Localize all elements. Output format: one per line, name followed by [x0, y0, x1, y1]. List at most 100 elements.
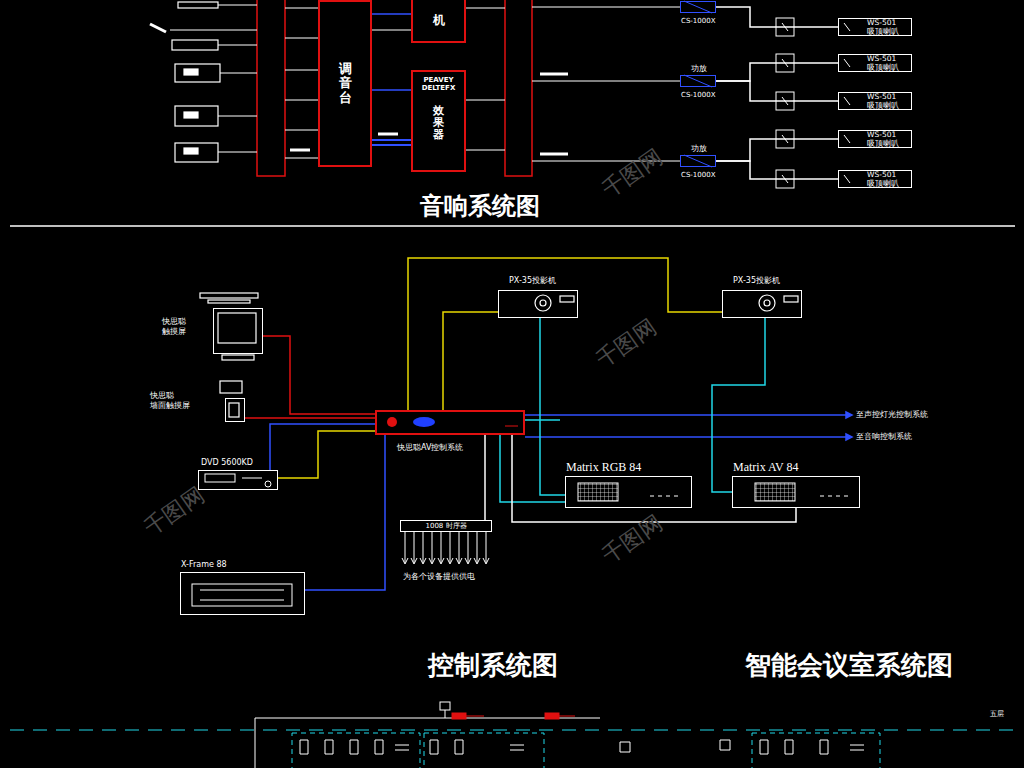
audio-source — [150, 2, 220, 162]
node-label: X-Frame 88 — [181, 560, 227, 570]
diagram-title: 智能会议室系统图 — [745, 650, 953, 681]
audio-source — [172, 40, 218, 50]
section-divider — [10, 226, 1015, 227]
audio-wire — [290, 149, 310, 152]
node-label: 快思聪AV控制系统 — [397, 443, 463, 453]
node-label: 功放 — [691, 64, 707, 74]
matrix-box: Matrix RGB 84 — [565, 476, 692, 508]
signal-wire — [512, 435, 796, 522]
audio-source — [178, 2, 218, 8]
room-plan — [300, 740, 828, 754]
audio-wire — [540, 153, 568, 156]
projector-symbol — [535, 295, 798, 311]
audio-source — [184, 69, 198, 75]
signal-wire — [443, 312, 498, 410]
audio-source — [150, 24, 166, 32]
audio-rack — [257, 0, 285, 176]
device-detail — [192, 474, 848, 606]
projector-symbol — [560, 296, 574, 302]
amplifier-mark — [684, 1, 712, 167]
signal-wire — [278, 431, 375, 478]
audio-source — [184, 148, 198, 154]
touch-screen-box: 快思聪 触摸屏 — [213, 308, 263, 354]
speaker-box: WS-501 吸顶喇叭 — [838, 54, 912, 72]
audio-wire — [378, 133, 398, 136]
watermark: 千图网 — [592, 314, 661, 373]
speaker-box: WS-501 吸顶喇叭 — [838, 170, 912, 188]
audio-wire — [532, 7, 680, 8]
projector-box: PX-35投影机 — [722, 290, 802, 318]
speaker-box: WS-501 吸顶喇叭 — [838, 130, 912, 148]
frame-box: X-Frame 88 — [180, 572, 305, 615]
touch-panel-symbol — [200, 293, 258, 298]
node-label: WS-501 吸顶喇叭 — [867, 18, 907, 36]
section-divider — [10, 225, 1015, 227]
node-label: CS-1000X — [681, 17, 715, 25]
audio-wire — [170, 5, 680, 161]
node-label: PX-35投影机 — [733, 276, 780, 286]
section-title: 音响系统图 — [420, 192, 540, 221]
audio-wire — [372, 30, 411, 31]
room-plan — [545, 713, 559, 719]
controller-symbol — [387, 417, 397, 427]
projector-symbol — [540, 300, 546, 306]
device-detail — [242, 478, 262, 479]
dvd-box: DVD 5600KD — [198, 470, 278, 490]
audio-wire — [540, 73, 568, 76]
node-label: Matrix AV 84 — [733, 460, 799, 474]
recorder-box: 机 — [411, 0, 466, 43]
section-title: 控制系统图 — [428, 650, 558, 681]
projector-box: PX-35投影机 — [498, 290, 578, 318]
speaker-symbol — [844, 23, 850, 183]
signal-wire — [716, 63, 838, 81]
signal-wire — [372, 89, 411, 91]
outgoing-link — [846, 412, 852, 418]
node-label: DVD 5600KD — [201, 458, 253, 468]
power-arrow — [402, 558, 489, 564]
signal-wire — [263, 336, 375, 414]
audio-rack — [505, 0, 532, 176]
audio-wire — [466, 8, 505, 9]
projector-symbol — [784, 296, 798, 302]
audio-wire — [285, 70, 318, 71]
node-label: 快思聪 触摸屏 — [162, 317, 192, 336]
audio-wire — [285, 130, 318, 131]
device-detail — [265, 481, 271, 487]
speaker-box: WS-501 吸顶喇叭 — [838, 18, 912, 36]
audio-wire — [218, 45, 257, 46]
room-plan — [452, 713, 466, 719]
watermark: 千图网 — [598, 144, 667, 203]
node-label: 机 — [433, 14, 445, 27]
sequencer-box: 1008 时序器 — [400, 520, 492, 532]
amplifier-box: CS-1000X — [680, 1, 716, 13]
device-detail — [205, 474, 235, 482]
audio-wire — [285, 158, 318, 159]
watermark: 千图网 — [598, 510, 667, 569]
signal-wire — [500, 435, 565, 502]
signal-wire — [270, 424, 375, 470]
device-detail — [200, 590, 284, 600]
power-note: 为各个设备提供供电 — [403, 572, 475, 582]
projector-symbol — [759, 295, 775, 311]
device-detail — [650, 496, 678, 497]
node-label: WS-501 吸顶喇叭 — [867, 130, 907, 148]
signal-wire — [716, 7, 838, 27]
audio-wire — [372, 144, 411, 146]
node-label: WS-501 吸顶喇叭 — [867, 170, 907, 188]
audio-source — [175, 106, 218, 126]
signal-wire — [305, 435, 385, 590]
projector-symbol — [764, 300, 770, 306]
room-plan — [255, 718, 600, 768]
mixer-box: 调音台 — [318, 0, 372, 167]
signal-wire — [716, 81, 838, 101]
signal-wire — [408, 258, 722, 410]
outgoing-link — [525, 412, 852, 440]
audio-wire — [218, 5, 257, 6]
signal-wire — [484, 435, 486, 520]
device-detail — [820, 496, 848, 497]
effects-box: PEAVEY DELTEFX效果器 — [411, 70, 466, 172]
amplifier-mark — [684, 1, 712, 167]
audio-rack — [257, 0, 532, 176]
touch-panel-symbol — [218, 313, 256, 343]
wall-panel-box: 快思聪 墙面触摸屏 — [225, 398, 245, 422]
